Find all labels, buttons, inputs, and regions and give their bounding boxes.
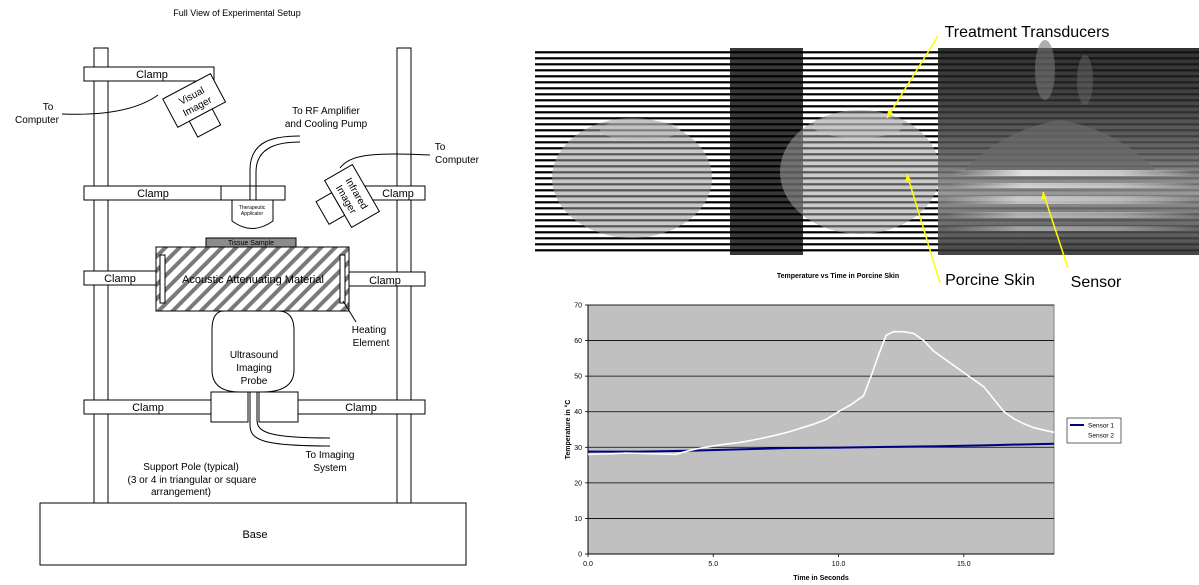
x-tick-label: 10.0 [832,561,846,568]
y-tick-label: 20 [574,480,582,487]
heating-element-right [339,254,346,304]
ultrasound-panel-2 [730,48,940,255]
probe-label-1: Ultrasound [230,350,278,361]
x-tick-label: 15.0 [957,561,971,568]
plot-area [587,304,1055,555]
base-block [39,502,467,566]
imaging-cable-1 [249,392,331,447]
chart-title: Temperature vs Time in Porcine Skin [777,273,899,280]
pointer-skin [906,173,941,284]
clamp-label: Clamp [369,275,401,287]
ultrasound-panel-3 [938,40,1199,255]
support-label-1: Support Pole (typical) [143,462,239,473]
heating-label-1: Heating [352,325,386,336]
clamp-label: Clamp [382,188,414,200]
probe-holder-right [258,391,299,423]
acoustic-label: Acoustic Attenuating Material [182,274,324,286]
y-tick-label: 30 [574,445,582,452]
clamp-label: Clamp [137,188,169,200]
base-label: Base [242,529,267,541]
legend-label: Sensor 1 [1088,423,1114,430]
treatment-transducers-label: Treatment Transducers [945,24,1110,41]
clamp-label: Clamp [132,402,164,414]
setup-diagram: Full View of Experimental Setup Base Cla… [15,8,480,566]
clamp-center-2 [220,185,286,201]
y-tick-label: 10 [574,516,582,523]
x-axis-ticks: 0.0 5.0 10.0 15.0 [583,554,971,568]
rf-cable-1 [249,135,301,200]
rf-cable-2 [255,141,301,200]
visual-imager: Visual Imager [162,72,227,138]
series-lines [587,330,1055,456]
therapeutic-applicator [231,199,274,229]
to-computer-left-2: Computer [15,115,60,126]
pointer-treatment-arrow [887,110,893,118]
y-tick-label: 0 [578,552,582,559]
x-tick-label: 5.0 [708,561,718,568]
chart-legend: Sensor 1 Sensor 2 [1066,417,1122,444]
support-label-2: (3 or 4 in triangular or square [128,475,257,486]
to-computer-right-1: To [435,142,446,153]
to-imaging-label-1: To Imaging [306,450,355,461]
clamp-label: Clamp [345,402,377,414]
to-rf-label-2: and Cooling Pump [285,119,368,130]
visual-imager-cable [61,94,159,115]
legend-label: Sensor 2 [1088,433,1114,440]
y-tick-label: 50 [574,374,582,381]
y-tick-label: 70 [574,303,582,310]
acoustic-attenuating-block [155,246,350,312]
pointer-sensor [1042,191,1069,269]
temperature-chart: Temperature vs Time in Porcine Skin 0 10 2… [564,273,1122,582]
support-label-3: arrangement) [151,487,211,498]
y-tick-label: 60 [574,338,582,345]
to-rf-label-1: To RF Amplifier [292,106,360,117]
clamp-label: Clamp [136,69,168,81]
probe-label-3: Probe [241,376,268,387]
heating-pointer [342,300,357,323]
tissue-sample-label: Tissue Sample [228,240,274,247]
heating-label-2: Element [353,338,390,349]
clamp-right-4 [297,399,426,415]
infrared-cable [339,153,431,169]
clamp-label: Clamp [104,273,136,285]
ultrasound-images: Treatment Transducers Porcine Skin Senso… [535,24,1199,291]
heating-element-left [159,254,166,304]
to-computer-left-1: To [43,102,54,113]
therapeutic-label-2: Applicator [241,211,264,217]
clamp-top [83,66,215,82]
to-computer-right-2: Computer [435,155,480,166]
probe-holder-left [210,391,249,423]
y-axis-label: Temperature in °C [564,400,572,460]
x-axis-label: Time in Seconds [793,575,849,582]
x-tick-label: 0.0 [583,561,593,568]
imaging-cable-2 [256,392,331,439]
pointer-sensor-arrow [1041,192,1047,200]
infrared-imager: Infrared Imager [315,163,381,229]
legend-box [1066,417,1122,444]
sensor-label: Sensor [1071,274,1122,291]
therapeutic-label-1: Therapeutic [239,205,266,211]
y-tick-label: 40 [574,409,582,416]
series-line-sensor-2 [587,330,1055,456]
y-axis-ticks: 0 10 20 30 40 50 60 70 [574,303,1054,559]
probe-label-2: Imaging [236,363,272,374]
pointer-treatment [886,35,939,119]
diagram-title: Full View of Experimental Setup [173,8,300,18]
series-line-sensor-1 [588,442,1055,453]
to-imaging-label-2: System [313,463,346,474]
porcine-skin-label: Porcine Skin [945,272,1035,289]
ultrasound-panel-1 [535,48,730,255]
pointer-skin-arrow [905,174,911,182]
